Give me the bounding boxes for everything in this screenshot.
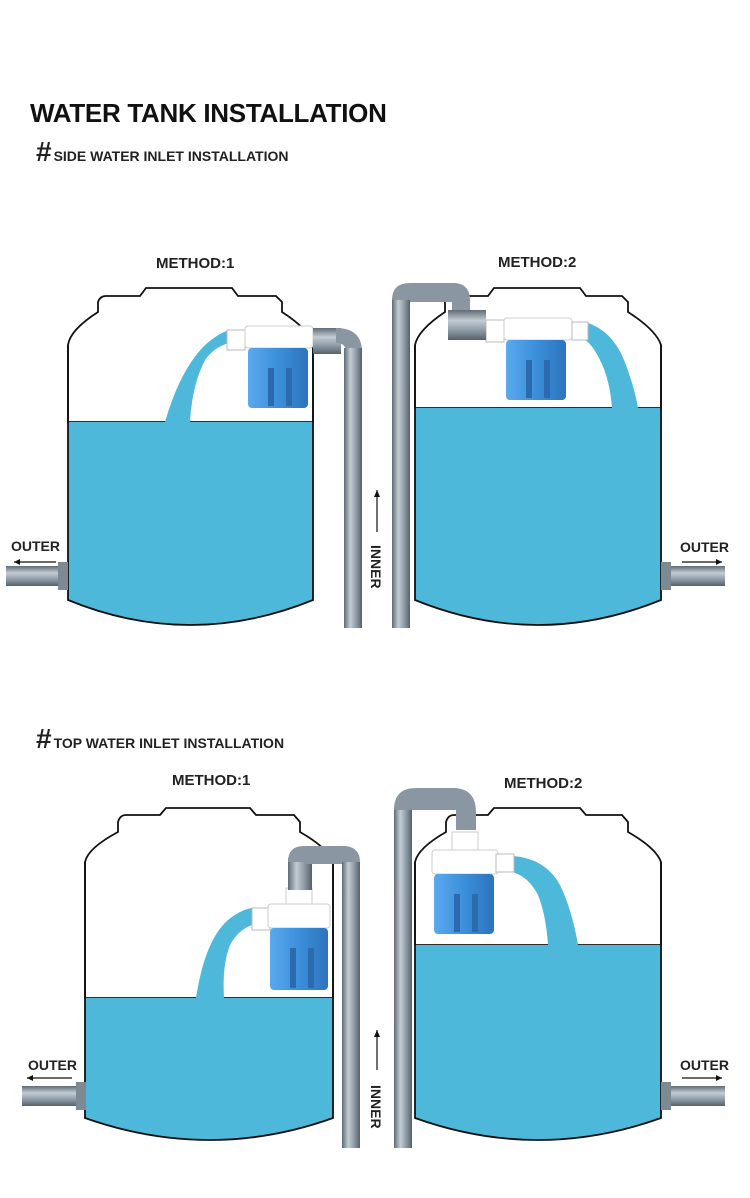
side-method1-label: METHOD:1 (156, 255, 235, 272)
side-method2-tank (392, 283, 725, 628)
arrow-right-icon (682, 1075, 722, 1081)
arrow-up-icon (374, 1030, 380, 1070)
side-method1-valve (248, 348, 308, 408)
side-method1-water (68, 422, 313, 625)
top-method1-stream (196, 908, 252, 998)
side-inlet-heading: # SIDE WATER INLET INSTALLATION (36, 138, 288, 166)
top-inlet-heading: # TOP WATER INLET INSTALLATION (36, 725, 284, 753)
top-method1-water (85, 998, 333, 1140)
top-method2-valve (434, 874, 494, 934)
hash-icon: # (36, 723, 52, 754)
top-method1-tank (22, 807, 360, 1148)
side-method2-valve (506, 340, 566, 400)
side-method2-stream (585, 322, 638, 408)
arrow-up-icon (374, 490, 380, 532)
side-method2-water (415, 408, 661, 625)
top-method2-label: METHOD:2 (504, 775, 583, 792)
side-outer-right-label: OUTER (680, 539, 729, 555)
top-method1-label: METHOD:1 (172, 772, 251, 789)
page-title: WATER TANK INSTALLATION (30, 98, 387, 128)
hash-icon: # (36, 136, 52, 167)
arrow-right-icon (682, 559, 722, 565)
top-inlet-heading-text: TOP WATER INLET INSTALLATION (53, 735, 285, 751)
top-method1-valve (270, 928, 328, 990)
side-method1-stream (165, 330, 230, 422)
side-method2-label: METHOD:2 (498, 254, 577, 271)
top-method2-tank (394, 788, 725, 1148)
arrow-left-icon (14, 559, 56, 565)
top-outer-left-label: OUTER (28, 1057, 77, 1073)
top-method2-water (415, 945, 661, 1140)
side-method1-tank (6, 287, 362, 628)
top-outer-right-label: OUTER (680, 1057, 729, 1073)
top-method2-stream (512, 856, 578, 945)
arrow-left-icon (27, 1075, 72, 1081)
side-inlet-heading-text: SIDE WATER INLET INSTALLATION (53, 148, 289, 164)
side-outer-left-label: OUTER (11, 538, 60, 554)
